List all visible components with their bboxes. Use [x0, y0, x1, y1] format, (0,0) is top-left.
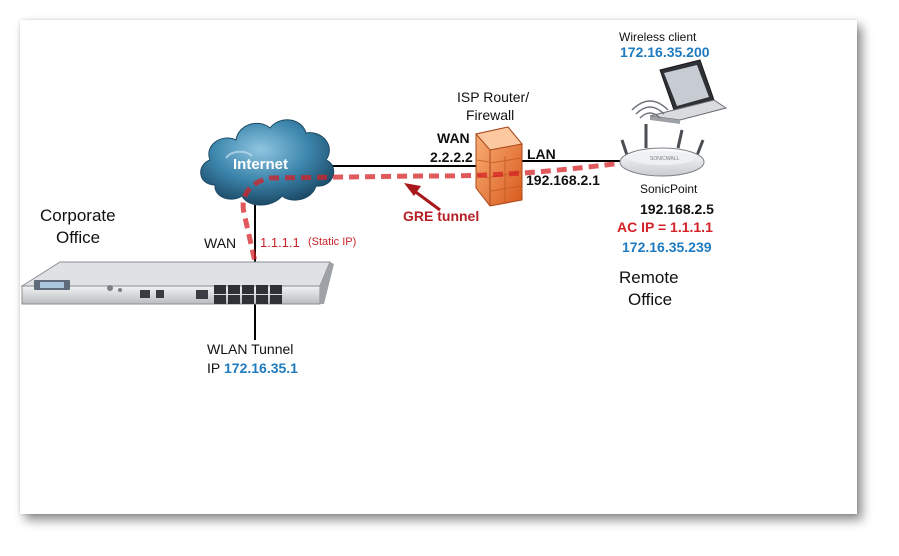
isp-router-title-line1: ISP Router/	[457, 89, 530, 105]
gre-tunnel-arrow	[404, 183, 441, 212]
corporate-wan-ip: 1.1.1.1	[260, 235, 300, 250]
wifi-signal-icon	[631, 100, 669, 119]
wlan-tunnel-ip-prefix: IP	[207, 360, 221, 376]
isp-lan-label: LAN	[527, 146, 556, 162]
corporate-wan-label: WAN	[204, 235, 237, 251]
isp-router-title-line2: Firewall	[466, 107, 515, 123]
wireless-client-label: Wireless client	[619, 30, 697, 44]
isp-lan-ip: 192.168.2.1	[526, 172, 600, 188]
sonicpoint-access-point-icon: SONICWALL	[619, 124, 705, 177]
svg-text:SONICWALL: SONICWALL	[650, 156, 679, 162]
internet-cloud-icon	[200, 119, 335, 206]
wireless-client-ip: 172.16.35.200	[620, 44, 710, 60]
sonicpoint-ip: 192.168.2.5	[640, 201, 714, 217]
gre-tunnel-label: GRE tunnel	[403, 208, 480, 224]
isp-wan-ip: 2.2.2.2	[430, 149, 473, 165]
sonicpoint-name: SonicPoint	[640, 182, 698, 196]
internet-label: Internet	[233, 156, 289, 173]
corporate-office-title-line2: Office	[56, 228, 101, 247]
corporate-office-title-line1: Corporate	[40, 206, 116, 225]
sonicpoint-ac-ip: AC IP = 1.1.1.1	[617, 219, 713, 235]
corporate-wan-note: (Static IP)	[308, 236, 357, 248]
wlan-tunnel-label: WLAN Tunnel	[207, 341, 294, 357]
sonicpoint-tunnel-ip: 172.16.35.239	[622, 239, 712, 255]
remote-office-title-line2: Office	[628, 290, 673, 309]
isp-firewall-icon	[475, 126, 523, 207]
laptop-icon	[649, 59, 728, 124]
gre-tunnel-path	[240, 159, 631, 276]
corporate-firewall-appliance-icon	[20, 261, 334, 305]
wlan-tunnel-ip: 172.16.35.1	[224, 360, 298, 376]
remote-office-title-line1: Remote	[619, 268, 679, 287]
isp-wan-label: WAN	[437, 130, 470, 146]
